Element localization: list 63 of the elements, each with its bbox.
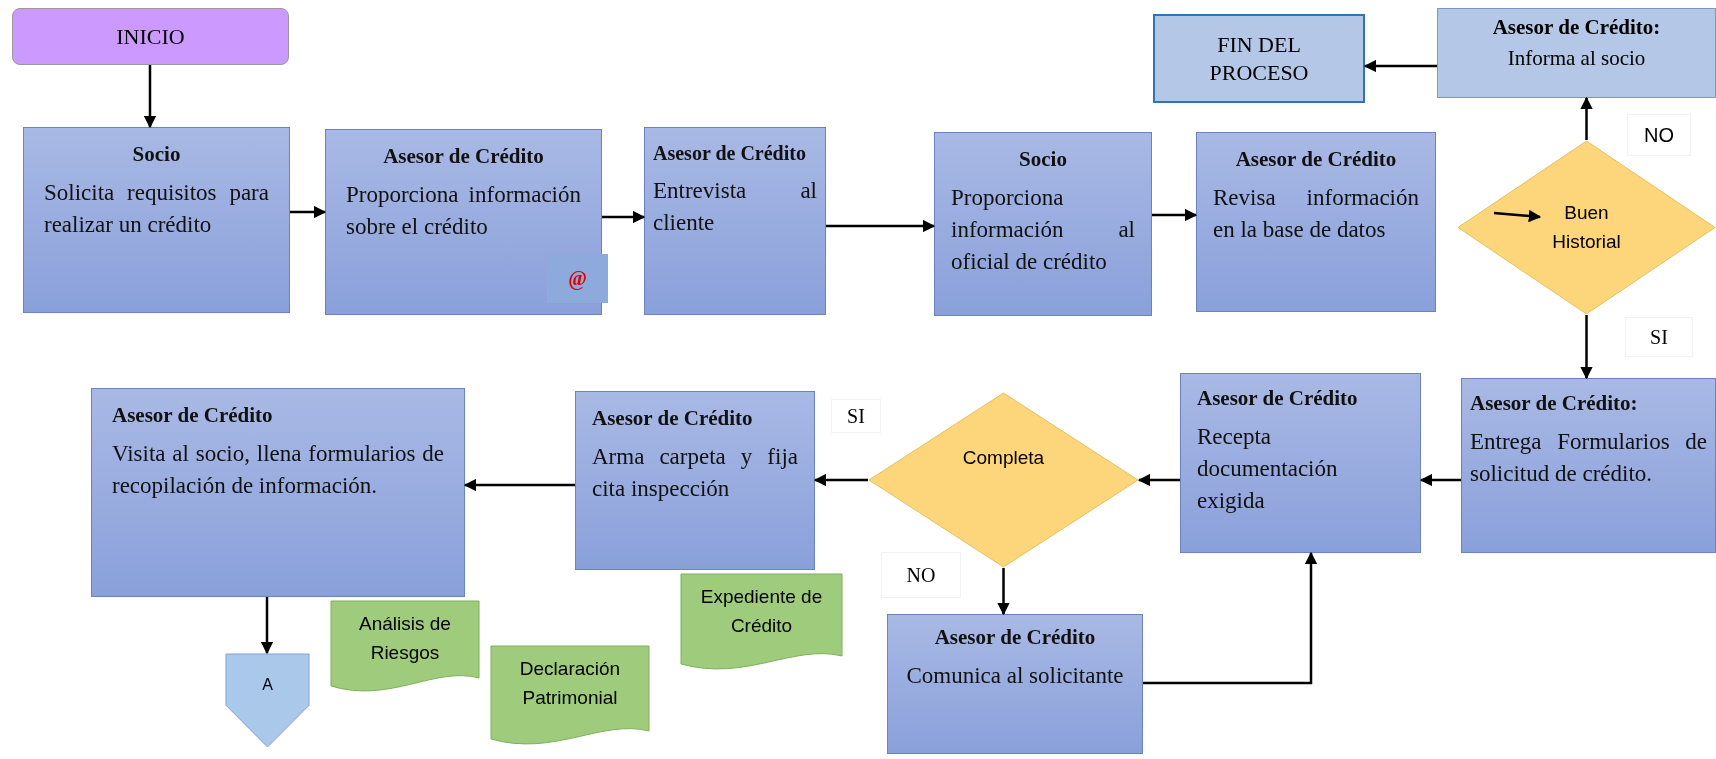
box-text: Recepta documentación exigida — [1197, 423, 1339, 516]
process-box — [1196, 132, 1436, 312]
box-heading: Asesor de Crédito: — [1491, 15, 1662, 40]
arrow — [1363, 59, 1437, 73]
box-text: Análisis de Riesgos — [358, 612, 452, 665]
box-text: Proporciona información sobre el crédito — [346, 181, 581, 242]
box-heading: Socio — [131, 142, 182, 167]
box-text: Declaración Patrimonial — [518, 657, 622, 710]
arrow — [997, 568, 1010, 616]
process-box — [1461, 378, 1716, 553]
box-text: FIN DEL PROCESO — [1208, 31, 1310, 86]
process-box — [644, 127, 826, 315]
arrow — [1137, 473, 1180, 487]
box-text: Expediente de Crédito — [699, 585, 824, 638]
end-box — [1153, 14, 1365, 103]
box-heading: Asesor de Crédito — [382, 144, 545, 169]
offpage-connector — [225, 653, 310, 748]
arrow — [826, 219, 936, 233]
arrow — [1143, 551, 1318, 685]
process-box — [575, 391, 815, 570]
box-heading: Asesor de Crédito — [592, 406, 754, 431]
process-box — [91, 388, 465, 597]
arrow — [813, 473, 868, 487]
box-heading: Asesor de Crédito — [1234, 147, 1398, 172]
arrow — [1493, 209, 1542, 223]
connector-label: A — [262, 675, 273, 695]
process-box — [1180, 373, 1421, 553]
box-heading: Asesor de Crédito — [933, 625, 1097, 650]
box-text: Entrevista al cliente — [653, 177, 817, 238]
arrow — [1419, 473, 1461, 487]
box-text: Visita al socio, llena formularios de recopilación de información. — [112, 440, 444, 501]
arrow — [1580, 96, 1593, 140]
process-box — [23, 127, 290, 313]
box-text: Solicita requisitos para realizar un crédito — [44, 179, 269, 240]
arrow — [143, 65, 157, 129]
at-sign-label: @ — [547, 254, 608, 303]
box-heading: Asesor de Crédito: — [1470, 391, 1639, 416]
box-heading: Asesor de Crédito — [1197, 386, 1359, 411]
decision-diamond — [868, 392, 1139, 568]
box-heading: Asesor de Crédito — [653, 142, 807, 165]
decision-diamond — [1457, 140, 1716, 315]
box-text: INICIO — [116, 23, 185, 50]
arrow — [290, 205, 327, 219]
arrow — [260, 597, 274, 655]
box-text: Informa al socio — [1506, 45, 1647, 72]
process-box — [887, 614, 1143, 754]
arrow — [463, 478, 575, 492]
arrow — [1152, 208, 1198, 222]
arrow — [602, 210, 646, 224]
box-text: Completa — [962, 445, 1045, 470]
process-box — [934, 132, 1152, 316]
box-heading: Socio — [1018, 147, 1068, 172]
box-text: Arma carpeta y fija cita inspección — [592, 443, 798, 504]
arrow — [1580, 315, 1593, 380]
box-text: Proporciona información al oficial de crédito — [951, 184, 1135, 277]
box-text: Comunica al solicitante — [905, 662, 1125, 690]
box-text: Revisa información en la base de datos — [1213, 184, 1419, 245]
process-box — [325, 129, 602, 315]
box-heading: Asesor de Crédito — [112, 403, 274, 428]
start-terminal — [12, 8, 289, 65]
box-text: Buen Historial — [1551, 201, 1622, 254]
process-box — [1437, 8, 1716, 98]
box-text: Entrega Formularios de solicitud de crédito. — [1470, 428, 1707, 489]
